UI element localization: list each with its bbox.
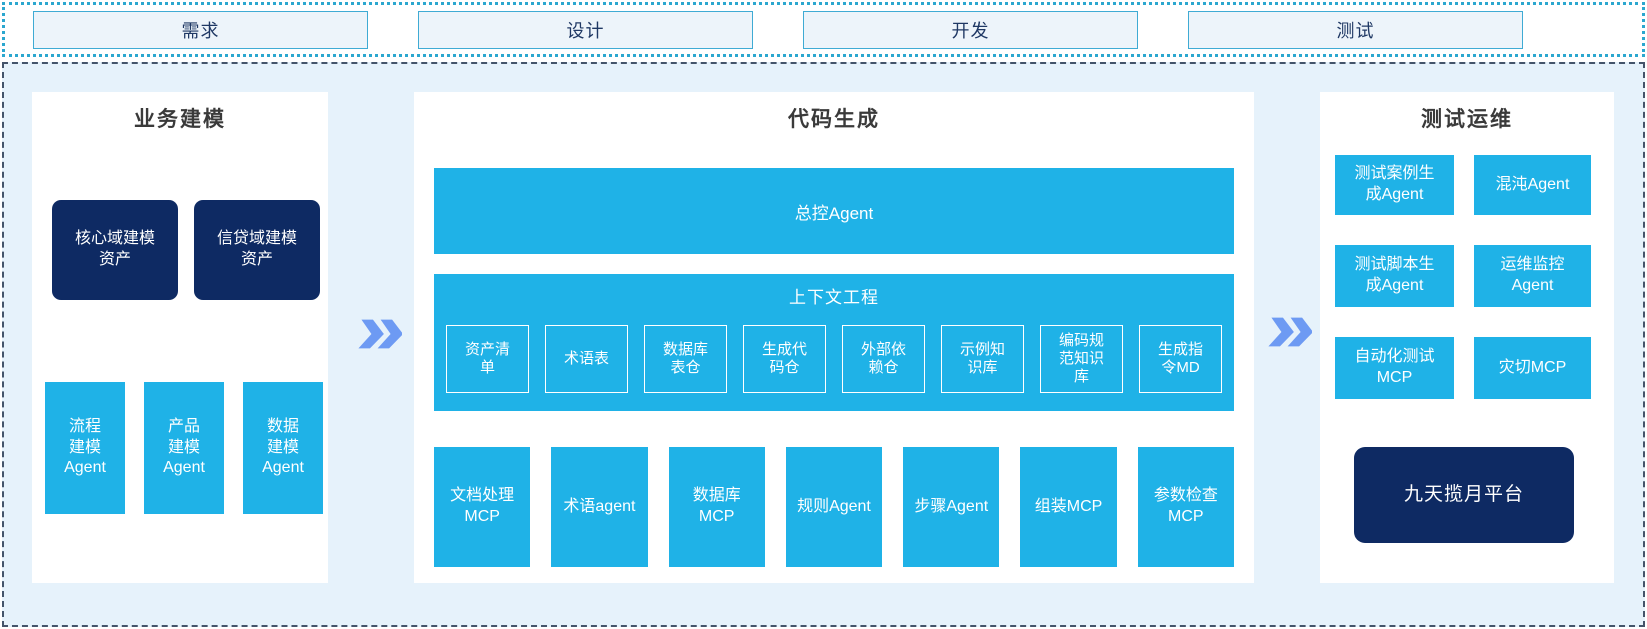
flow-arrow-right bbox=[1266, 314, 1312, 350]
context-box: 生成代码仓 bbox=[743, 325, 826, 393]
stage-strip: 需求 设计 开发 测试 bbox=[2, 2, 1645, 57]
code-generation-title: 代码生成 bbox=[788, 108, 880, 131]
test-ops-box: 混沌Agent bbox=[1474, 155, 1591, 215]
double-chevron-icon bbox=[1268, 317, 1312, 347]
stage-box: 开发 bbox=[803, 10, 1138, 49]
context-box: 生成指令MD bbox=[1139, 325, 1222, 393]
stage-box: 设计 bbox=[418, 10, 753, 49]
test-ops-box: 灾切MCP bbox=[1474, 337, 1591, 399]
tool-box: 文档处理MCP bbox=[434, 447, 531, 567]
context-box: 数据库表仓 bbox=[644, 325, 727, 393]
context-box: 资产清单 bbox=[446, 325, 529, 393]
context-box: 术语表 bbox=[545, 325, 628, 393]
business-modeling-title: 业务建模 bbox=[134, 108, 226, 131]
modeling-agent-box: 数据建模Agent bbox=[243, 382, 323, 514]
tool-box: 规则Agent bbox=[785, 447, 883, 567]
section-code-generation: 代码生成 总控Agent 上下文工程 资产清单术语表数据库表仓生成代码仓外部依赖… bbox=[414, 92, 1254, 583]
modeling-agent-box: 产品建模Agent bbox=[144, 382, 224, 514]
modeling-asset-row: 核心域建模资产信贷域建模资产 bbox=[52, 200, 320, 300]
modeling-agent-box: 流程建模Agent bbox=[45, 382, 125, 514]
context-engineering-title: 上下文工程 bbox=[789, 288, 879, 307]
tool-box: 步骤Agent bbox=[903, 447, 1000, 567]
master-agent-bar: 总控Agent bbox=[434, 168, 1234, 254]
test-ops-box: 测试案例生成Agent bbox=[1335, 155, 1454, 215]
tool-box: 数据库MCP bbox=[668, 447, 765, 567]
context-box: 示例知识库 bbox=[941, 325, 1024, 393]
tool-box: 术语agent bbox=[551, 447, 648, 567]
platform-box: 九天揽月平台 bbox=[1354, 447, 1574, 543]
stage-box: 测试 bbox=[1188, 10, 1523, 49]
stage-row: 需求 设计 开发 测试 bbox=[5, 5, 1642, 54]
modeling-asset-box: 核心域建模资产 bbox=[52, 200, 178, 300]
context-box: 编码规范知识库 bbox=[1040, 325, 1123, 393]
test-ops-grid: 测试案例生成Agent 混沌Agent 测试脚本生成Agent 运维监控Agent 自动… bbox=[1335, 155, 1591, 399]
context-box: 外部依赖仓 bbox=[842, 325, 925, 393]
test-ops-title: 测试运维 bbox=[1421, 108, 1513, 131]
double-chevron-icon bbox=[358, 319, 402, 349]
stage-box: 需求 bbox=[33, 10, 368, 49]
section-test-ops: 测试运维 测试案例生成Agent 混沌Agent 测试脚本生成Agent 运维监控Ag… bbox=[1320, 92, 1614, 583]
tool-box: 参数检查MCP bbox=[1137, 447, 1234, 567]
context-engineering-panel: 上下文工程 资产清单术语表数据库表仓生成代码仓外部依赖仓示例知识库编码规范知识库… bbox=[434, 274, 1234, 411]
modeling-asset-box: 信贷域建模资产 bbox=[194, 200, 320, 300]
test-ops-box: 自动化测试MCP bbox=[1335, 337, 1454, 399]
flow-arrow-left bbox=[356, 316, 402, 352]
test-ops-box: 测试脚本生成Agent bbox=[1335, 245, 1454, 307]
test-ops-box: 运维监控Agent bbox=[1474, 245, 1591, 307]
context-box-row: 资产清单术语表数据库表仓生成代码仓外部依赖仓示例知识库编码规范知识库生成指令MD bbox=[446, 325, 1222, 393]
tool-box: 组装MCP bbox=[1020, 447, 1117, 567]
